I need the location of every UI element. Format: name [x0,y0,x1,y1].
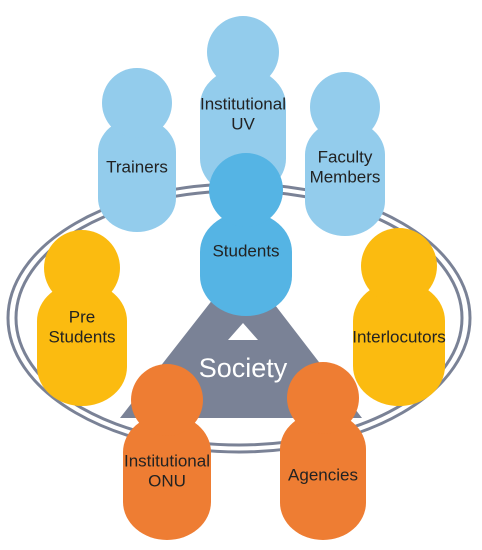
institutional-onu-label-line: ONU [148,472,186,491]
institutional-onu-label-line: Institutional [124,451,210,470]
agencies-label-line: Agencies [288,465,358,484]
society-arrow-icon [228,323,258,340]
institutional-uv-label-line: UV [231,115,255,134]
pre-students-label-line: Pre [69,307,95,326]
students-label-line: Students [212,241,279,260]
institutional-onu-head [131,364,203,436]
faculty-members-body [305,120,385,236]
society-label: Society [199,353,288,383]
institutional-uv-head [207,16,279,88]
trainers-label-line: Trainers [106,157,168,176]
trainers-body [98,118,176,232]
interlocutors-body [353,281,445,406]
interlocutors-head [361,228,437,304]
interlocutors-label-line: Interlocutors [352,327,446,346]
institutional-uv-label-line: Institutional [200,94,286,113]
institutional-onu-body [123,414,211,540]
person-agencies: Agencies [280,362,366,540]
agencies-head [287,362,359,434]
person-interlocutors: Interlocutors [352,228,446,406]
person-students: Students [200,153,292,316]
pre-students-label-line: Students [48,328,115,347]
pre-students-head [44,230,120,306]
faculty-members-label-line: Members [310,168,381,187]
agencies-body [280,412,366,540]
pre-students-body [37,282,127,406]
students-body [200,212,292,316]
faculty-members-head [310,72,380,142]
faculty-members-label-line: Faculty [318,147,373,166]
person-trainers: Trainers [98,68,176,232]
trainers-head [102,68,172,138]
students-head [209,153,283,227]
